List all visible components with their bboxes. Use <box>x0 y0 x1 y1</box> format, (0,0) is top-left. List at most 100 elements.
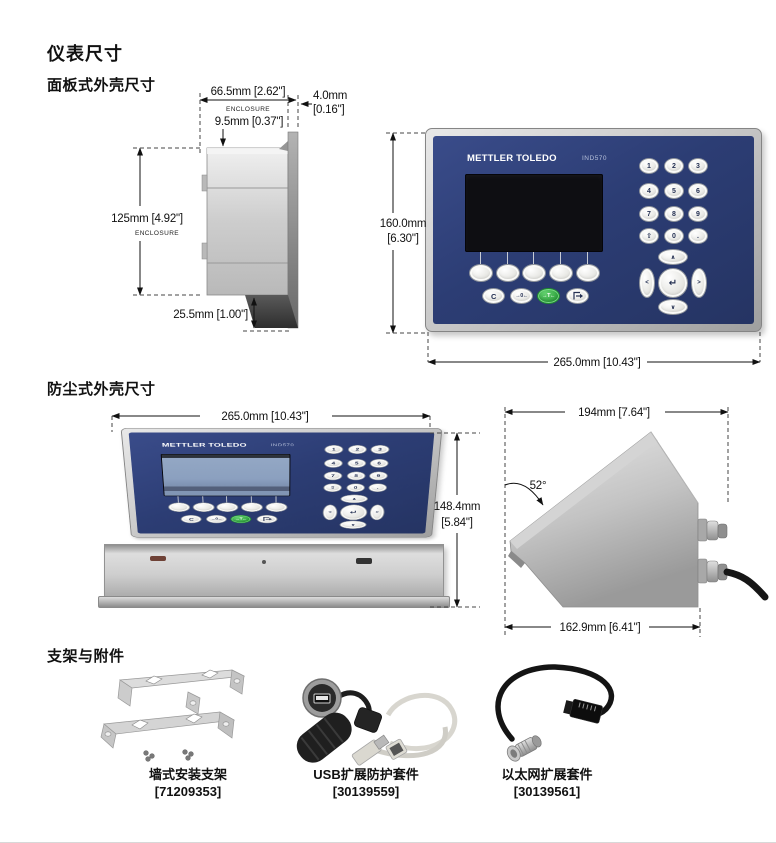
nav-right-key: > <box>691 268 707 298</box>
accessory-caption: 墙式安装支架 [71209353] <box>106 766 270 800</box>
front-bezel-flange <box>287 131 299 329</box>
enter-key: ↵ <box>658 268 688 298</box>
usb-cables <box>374 692 458 759</box>
dim-height-mm: 160.0mm <box>380 218 427 230</box>
softkey-3 <box>216 502 239 512</box>
key-3: 3 <box>688 158 708 174</box>
softkey-5 <box>265 502 288 512</box>
mounting-clip <box>201 174 208 192</box>
shift-key: ⇧ <box>639 228 659 244</box>
base-slot <box>150 556 166 561</box>
cable-gland-bottom <box>697 558 728 584</box>
dim-depth: 194mm [7.64"] <box>578 407 650 419</box>
wall-bracket-photo <box>100 669 246 762</box>
accessory-caption: USB扩展防护套件 [30139559] <box>284 766 448 800</box>
dim-width: 265.0mm [10.43"] <box>553 357 640 369</box>
cable-gland-top <box>697 518 728 542</box>
ind570-terminal: METTLER TOLEDO IND570 C →0← →T← 1 2 3 4 … <box>425 128 762 332</box>
dim-depth: 66.5mm [2.62"] <box>211 86 286 98</box>
bezel-lip <box>508 551 525 568</box>
softkey-5 <box>576 264 600 282</box>
softkey-1 <box>167 502 191 512</box>
base-hole <box>262 560 266 564</box>
section-panel-title: 面板式外壳尺寸 <box>47 77 156 94</box>
usb-a-connector <box>351 734 390 766</box>
m12-connector <box>506 735 542 762</box>
dim-front-depth: 9.5mm [0.37"] <box>215 116 284 128</box>
key-8: 8 <box>664 206 684 222</box>
softkey-leader <box>533 252 534 264</box>
softkey-leader <box>560 252 561 264</box>
key-9: 9 <box>688 206 708 222</box>
zero-key: →0← <box>510 288 533 304</box>
usb-kit-photo <box>296 678 458 766</box>
terminal-display <box>160 453 291 497</box>
print-key <box>566 288 589 304</box>
key-6: 6 <box>688 183 708 199</box>
nav-left-key: < <box>639 268 655 298</box>
clear-key: C <box>180 515 202 524</box>
softkey-4 <box>240 502 263 512</box>
usb-b-connector <box>385 738 408 760</box>
section-harsh-title: 防尘式外壳尺寸 <box>47 381 156 398</box>
print-icon <box>262 517 273 522</box>
clear-key: C <box>482 288 505 304</box>
panel-front-view: METTLER TOLEDO IND570 C →0← →T← 1 2 3 4 … <box>425 128 762 332</box>
softkey-3 <box>522 264 546 282</box>
accessory-name: 以太网扩展套件 <box>501 767 593 782</box>
key-7: 7 <box>639 206 659 222</box>
stainless-base <box>104 544 444 600</box>
dim-height-in: [5.84"] <box>441 517 472 529</box>
model-label: IND570 <box>582 155 608 162</box>
key-4: 4 <box>639 183 659 199</box>
dim-height-mm: 148.4mm <box>434 501 481 513</box>
print-key <box>256 515 278 523</box>
dim-height-in: [6.30"] <box>387 233 418 245</box>
decimal-key: . <box>688 228 708 244</box>
tare-key: →T← <box>537 288 560 304</box>
brand-logo: METTLER TOLEDO <box>161 442 247 449</box>
accessory-part-number: [30139559] <box>332 784 400 799</box>
bracket-lower-rail <box>100 711 236 749</box>
harsh-front-view: METTLER TOLEDO IND570 C →0← →T← 1 2 3 4 … <box>120 428 443 538</box>
cap-plug <box>354 707 382 733</box>
harsh-front-width-dim: 265.0mm [10.43"] <box>111 411 431 432</box>
page-title: 仪表尺寸 <box>47 44 123 64</box>
dim-depth-sub: ENCLOSURE <box>226 106 270 113</box>
nav-up-key: ∧ <box>658 249 688 265</box>
softkey-2 <box>192 502 215 512</box>
ethernet-kit-photo <box>495 664 614 762</box>
power-cable <box>723 568 769 601</box>
dim-angle: 52° <box>530 480 547 492</box>
harsh-side-view-drawing: 194mm [7.64"] 52° 162.9mm [6.41"] <box>504 407 769 637</box>
dim-height-sub: ENCLOSURE <box>135 230 179 237</box>
tare-key: →T← <box>230 515 252 524</box>
harsh-terminal-mount: METTLER TOLEDO IND570 C →0← →T← 1 2 3 4 … <box>120 428 443 538</box>
model-label: IND570 <box>270 443 295 448</box>
bracket-screws <box>143 749 194 762</box>
front-bezel-band <box>510 432 658 549</box>
rj45-connector <box>563 699 603 724</box>
key-2: 2 <box>664 158 684 174</box>
dim-height: 125mm [4.92"] <box>111 213 183 225</box>
accessory-caption: 以太网扩展套件 [30139561] <box>465 766 629 800</box>
softkey-4 <box>549 264 573 282</box>
ethernet-cable <box>495 664 614 742</box>
base-slot <box>356 558 372 564</box>
accessory-part-number: [30139561] <box>513 784 581 799</box>
usb-panel-connector <box>302 678 342 718</box>
softkey-2 <box>496 264 520 282</box>
section-accessories-title: 支架与附件 <box>47 648 125 665</box>
accessory-name: 墙式安装支架 <box>148 767 227 782</box>
harsh-front-height-dim: 148.4mm [5.84"] <box>430 432 481 608</box>
dim-width: 265.0mm [10.43"] <box>221 411 308 423</box>
accessory-name: USB扩展防护套件 <box>313 767 419 782</box>
mounting-clip <box>201 242 208 260</box>
bracket-upper-rail <box>117 669 246 715</box>
brand-logo: METTLER TOLEDO <box>467 153 557 164</box>
softkey-leader <box>480 252 481 264</box>
base-lip <box>98 596 450 608</box>
dim-flange-mm: 4.0mm <box>313 90 347 102</box>
key-0: 0 <box>664 228 684 244</box>
softkey-leader <box>587 252 588 264</box>
